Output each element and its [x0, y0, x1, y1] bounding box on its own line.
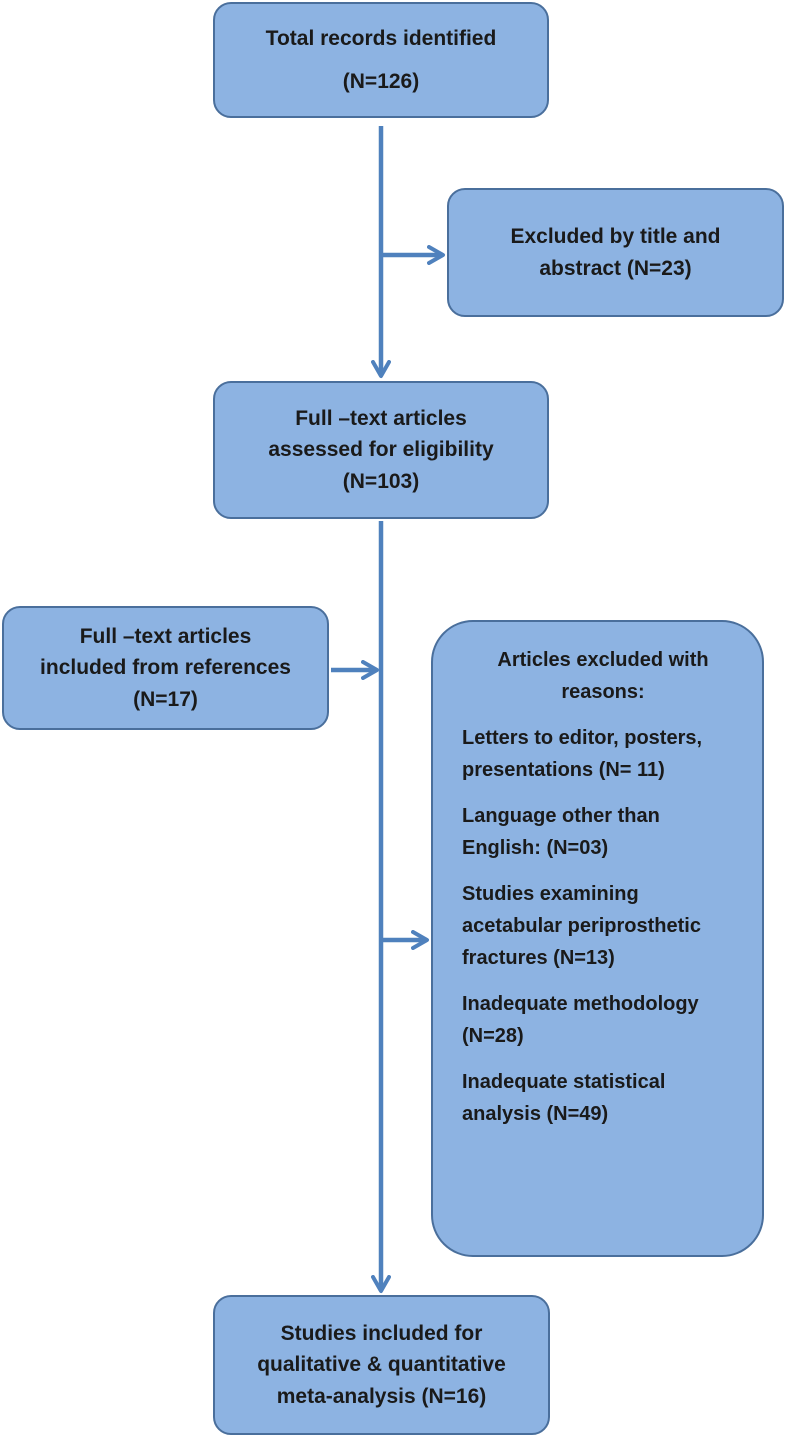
fulltext-assessed-box: Full –text articles assessed for eligibi…	[213, 381, 549, 519]
final-included-line-2: qualitative & quantitative	[257, 1353, 506, 1377]
reason-acetabular: Studies examining acetabular periprosthe…	[462, 878, 744, 974]
reason-line: fractures (N=13)	[462, 947, 615, 969]
reason-statistical: Inadequate statistical analysis (N=49)	[462, 1066, 744, 1130]
total-records-box: Total records identified (N=126)	[213, 2, 549, 118]
reasons-title: Articles excluded with reasons:	[462, 644, 744, 708]
reason-line: English: (N=03)	[462, 837, 609, 859]
included-from-references-box: Full –text articles included from refere…	[2, 606, 329, 730]
reason-line: presentations (N= 11)	[462, 759, 665, 781]
final-included-line-3: meta-analysis (N=16)	[276, 1384, 487, 1408]
excluded-title-abstract-box: Excluded by title and abstract (N=23)	[447, 188, 784, 317]
reason-line: (N=28)	[462, 1025, 524, 1047]
excluded-title-abstract-line-1: Excluded by title and	[510, 225, 721, 248]
reason-line: acetabular periprosthetic	[462, 915, 701, 937]
reason-line: Studies examining	[462, 883, 639, 905]
excluded-with-reasons-box: Articles excluded with reasons: Letters …	[431, 620, 764, 1257]
reasons-title-line-1: Articles excluded with	[497, 649, 709, 671]
fulltext-assessed-line-1: Full –text articles	[295, 406, 467, 430]
references-line-1: Full –text articles	[79, 624, 252, 648]
reason-line: Letters to editor, posters,	[462, 727, 703, 749]
total-records-label: Total records identified	[265, 26, 497, 50]
reasons-title-line-2: reasons:	[561, 681, 645, 703]
reason-letters: Letters to editor, posters, presentation…	[462, 722, 744, 786]
reason-line: Language other than	[462, 805, 660, 827]
reason-methodology: Inadequate methodology (N=28)	[462, 988, 744, 1052]
reason-line: Inadequate methodology	[462, 993, 699, 1015]
fulltext-assessed-count: (N=103)	[342, 469, 420, 493]
references-line-2: included from references	[40, 656, 291, 680]
reason-language: Language other than English: (N=03)	[462, 800, 744, 864]
excluded-title-abstract-line-2: abstract (N=23)	[539, 256, 692, 280]
total-records-count: (N=126)	[342, 70, 420, 93]
reason-line: analysis (N=49)	[462, 1103, 609, 1125]
final-included-box: Studies included for qualitative & quant…	[213, 1295, 550, 1435]
reason-line: Inadequate statistical	[462, 1071, 666, 1093]
fulltext-assessed-line-2: assessed for eligibility	[268, 438, 494, 462]
references-count: (N=17)	[133, 687, 198, 711]
final-included-line-1: Studies included for	[280, 1321, 483, 1345]
